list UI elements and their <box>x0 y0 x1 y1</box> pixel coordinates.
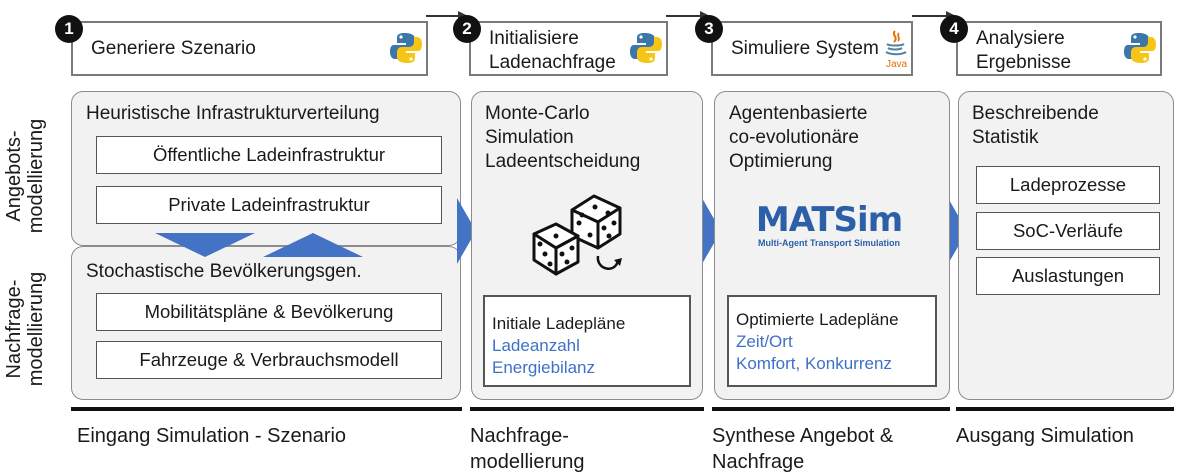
panel2-title: Monte-Carlo Simulation Ladeentscheidung <box>485 102 640 174</box>
step-2-label-line2: Ladenachfrage <box>489 52 616 73</box>
java-icon-text: Java <box>886 59 908 70</box>
section-label-synthesis-line2: Nachfrage <box>712 451 805 473</box>
output-utilizations: Auslastungen <box>976 257 1160 295</box>
section-label-demand-line2: modellierung <box>470 451 585 473</box>
panel3-title-line1: Agentenbasierte <box>729 103 868 124</box>
step-1-badge: 1 <box>55 15 83 43</box>
section-label-input: Eingang Simulation - Szenario <box>77 423 346 449</box>
step-2-box: Initialisiere Ladenachfrage <box>469 21 668 76</box>
output-soc-curves: SoC-Verläufe <box>976 212 1160 250</box>
panel2-title-line3: Ladeentscheidung <box>485 151 641 172</box>
matsim-logo-subtitle: Multi-Agent Transport Simulation <box>758 238 900 248</box>
python-icon <box>390 33 422 63</box>
step-4-box: Analysiere Ergebnisse <box>956 21 1162 76</box>
supply-demand-coupling-arrows <box>155 233 363 257</box>
public-charging-infra: Öffentliche Ladeinfrastruktur <box>96 136 442 174</box>
matsim-logo: MATSim Multi-Agent Transport Simulation <box>744 202 914 252</box>
panel3-result-box: Optimierte Ladepläne Zeit/Ort Komfort, K… <box>727 295 937 387</box>
section-label-output: Ausgang Simulation <box>956 423 1134 449</box>
step-4-label-line1: Analysiere <box>976 28 1065 49</box>
step-1-box: Generiere Szenario <box>71 21 428 76</box>
python-icon <box>630 33 662 63</box>
panel2-result-title: Initiale Ladepläne <box>492 314 626 333</box>
section-label-synthesis-line1: Synthese Angebot & <box>712 425 894 447</box>
private-charging-infra: Private Ladeinfrastruktur <box>96 186 442 224</box>
panel3-title-line3: Optimierung <box>729 151 833 172</box>
python-icon <box>1124 33 1156 63</box>
demand-title: Stochastische Bevölkerungsgen. <box>86 261 362 282</box>
panel2-result-item-2: Energiebilanz <box>492 358 596 377</box>
section-label-input-line1: Eingang Simulation - Szenario <box>77 425 347 447</box>
section-label-output-line1: Ausgang Simulation <box>956 425 1134 447</box>
panel4-title: Beschreibende Statistik <box>972 102 1099 150</box>
step-2-label-line1: Initialisiere <box>489 28 579 49</box>
flow-arrow-panel-3-4 <box>948 198 967 264</box>
panel3-title-line2: co-evolutionäre <box>729 127 859 148</box>
section-line-input <box>71 407 462 411</box>
section-label-synthesis: Synthese Angebot & Nachfrage <box>712 423 893 475</box>
section-line-synthesis <box>712 407 950 411</box>
java-icon: Java <box>883 29 909 70</box>
section-line-demand <box>470 407 704 411</box>
panel4-title-line1: Beschreibende <box>972 103 1099 124</box>
section-label-demand-line1: Nachfrage- <box>470 425 569 447</box>
panel2-title-line1: Monte-Carlo <box>485 103 590 124</box>
panel2-title-line2: Simulation <box>485 127 574 148</box>
flow-arrow-panel-2-3 <box>702 198 721 264</box>
step-3-label: Simuliere System <box>731 38 879 59</box>
panel3-result-item-1: Zeit/Ort <box>736 332 793 351</box>
panel2-result-item-1: Ladeanzahl <box>492 336 580 355</box>
output-charging-processes: Ladeprozesse <box>976 166 1160 204</box>
step-3-badge: 3 <box>695 15 723 43</box>
dice-icon <box>532 194 622 276</box>
panel3-result-item-2: Komfort, Konkurrenz <box>736 354 892 373</box>
mobility-plans-population: Mobilitätspläne & Bevölkerung <box>96 293 442 331</box>
panel3-title: Agentenbasierte co-evolutionäre Optimier… <box>729 102 867 174</box>
step-1-label: Generiere Szenario <box>91 38 256 59</box>
supply-title: Heuristische Infrastrukturverteilung <box>86 103 380 124</box>
step-4-label-line2: Ergebnisse <box>976 52 1072 73</box>
step-3-box: Simuliere System Java <box>711 21 913 76</box>
panel3-result-title: Optimierte Ladepläne <box>736 310 899 329</box>
step-4-badge: 4 <box>940 15 968 43</box>
section-label-demand: Nachfrage- modellierung <box>470 423 585 475</box>
panel4-title-line2: Statistik <box>972 127 1039 148</box>
flow-arrow-panel-1-2 <box>457 198 476 264</box>
vehicles-consumption-model: Fahrzeuge & Verbrauchsmodell <box>96 341 442 379</box>
section-line-output <box>956 407 1174 411</box>
matsim-logo-text: MATSim <box>755 200 903 240</box>
step-2-badge: 2 <box>453 15 481 43</box>
panel2-result-box: Initiale Ladepläne Ladeanzahl Energiebil… <box>483 295 691 387</box>
